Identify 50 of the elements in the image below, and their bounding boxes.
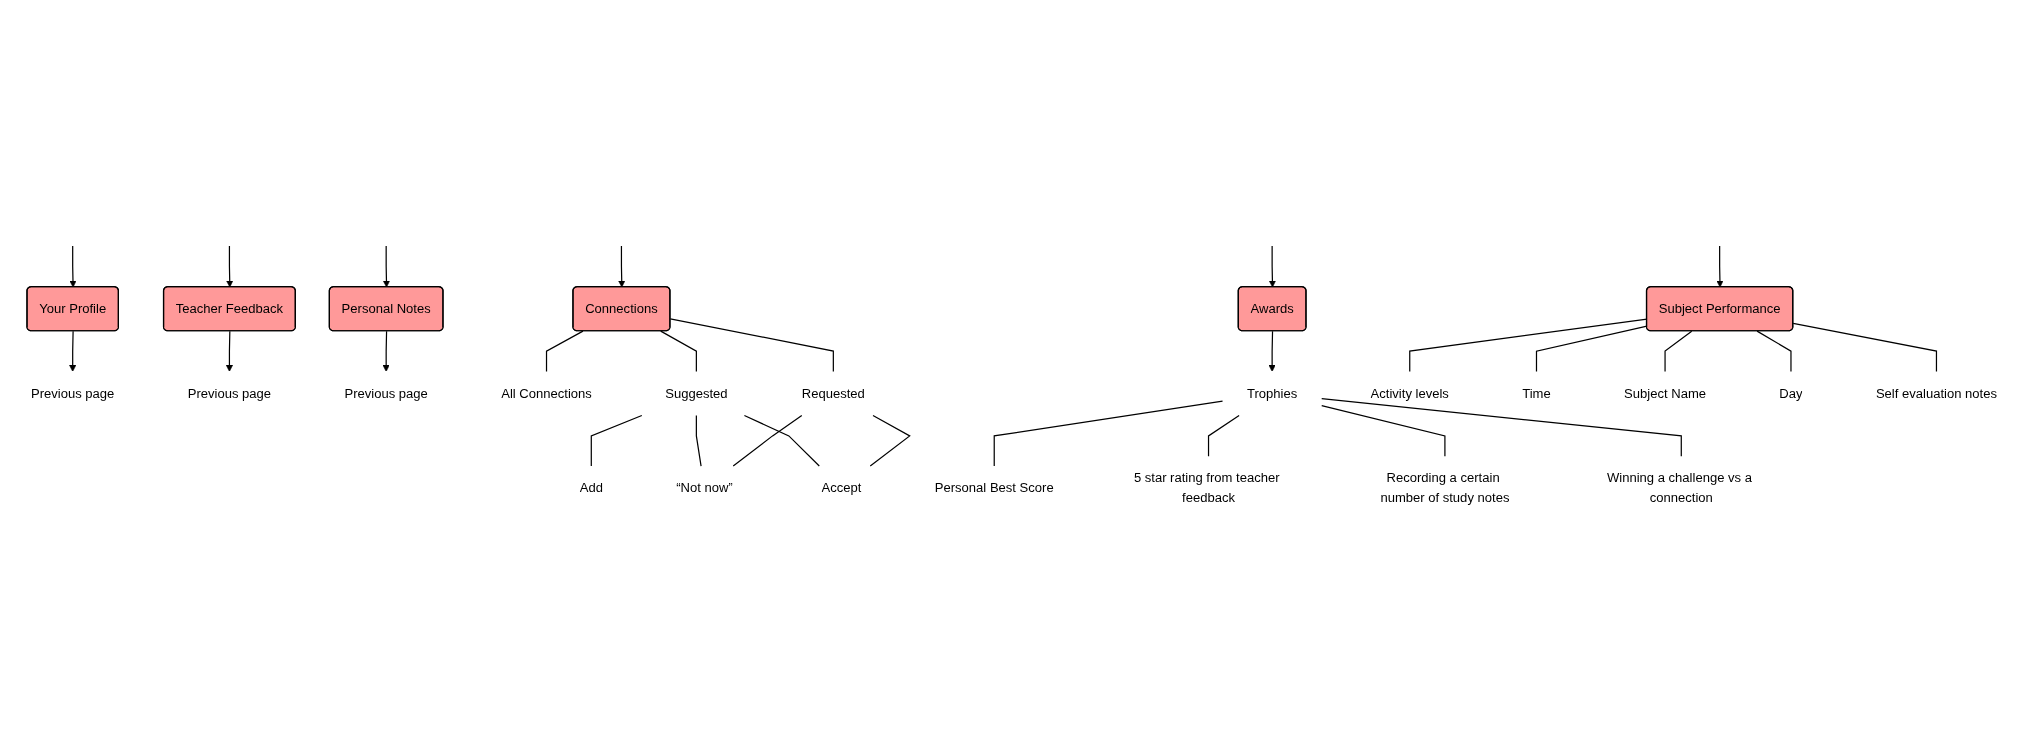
connector-line bbox=[590, 415, 643, 467]
arrow bbox=[225, 330, 233, 373]
process-box: Your Profile bbox=[26, 286, 119, 332]
connector-line bbox=[1792, 323, 1938, 373]
process-box: Connections bbox=[572, 286, 671, 332]
arrow bbox=[69, 330, 77, 373]
arrow bbox=[69, 245, 77, 288]
process-box: Personal Notes bbox=[328, 286, 444, 332]
text-label: Previous page bbox=[187, 386, 272, 401]
text-label: Trophies bbox=[1247, 386, 1298, 401]
text-label: 5 star rating from teacher feedback bbox=[1133, 471, 1280, 505]
connector-line bbox=[545, 330, 584, 373]
text-label: Add bbox=[579, 481, 603, 495]
connector-line bbox=[743, 415, 820, 467]
connector-line bbox=[1321, 398, 1682, 458]
text-label: “Not now” bbox=[676, 481, 733, 495]
arrow bbox=[618, 245, 626, 288]
text-label: Time bbox=[1522, 386, 1551, 401]
text-label: All Connections bbox=[501, 386, 592, 401]
connector-line bbox=[1756, 330, 1792, 373]
text-label: Accept bbox=[821, 481, 862, 495]
connector-line bbox=[669, 318, 834, 373]
text-label: Suggested bbox=[665, 386, 728, 401]
text-label: Previous page bbox=[344, 386, 428, 401]
process-box: Awards bbox=[1237, 286, 1307, 332]
text-label: Day bbox=[1779, 386, 1803, 401]
text-label: Recording a certain number of study notes bbox=[1380, 471, 1510, 505]
text-label: Personal Best Score bbox=[934, 481, 1054, 495]
connector-line bbox=[695, 415, 702, 467]
text-label: Requested bbox=[801, 386, 865, 401]
process-box: Teacher Feedback bbox=[162, 286, 296, 332]
connector-line bbox=[1664, 330, 1693, 373]
text-label: Activity levels bbox=[1370, 386, 1449, 401]
connector-line bbox=[1321, 405, 1446, 458]
arrow bbox=[1268, 330, 1276, 373]
arrow bbox=[1716, 245, 1724, 288]
connector-line bbox=[1207, 415, 1240, 458]
connector-line bbox=[732, 415, 803, 467]
connector-line bbox=[869, 415, 911, 467]
text-label: Self evaluation notes bbox=[1875, 386, 1997, 401]
connector-line bbox=[993, 400, 1224, 467]
connector-line bbox=[660, 330, 697, 373]
arrow bbox=[382, 245, 391, 288]
process-box: Subject Performance bbox=[1645, 286, 1794, 332]
arrow bbox=[226, 245, 234, 288]
text-label: Winning a challenge vs a connection bbox=[1606, 471, 1752, 505]
arrow bbox=[1268, 245, 1276, 288]
text-label: Subject Name bbox=[1624, 386, 1706, 401]
arrow bbox=[382, 330, 390, 373]
text-label: Previous page bbox=[31, 386, 115, 401]
